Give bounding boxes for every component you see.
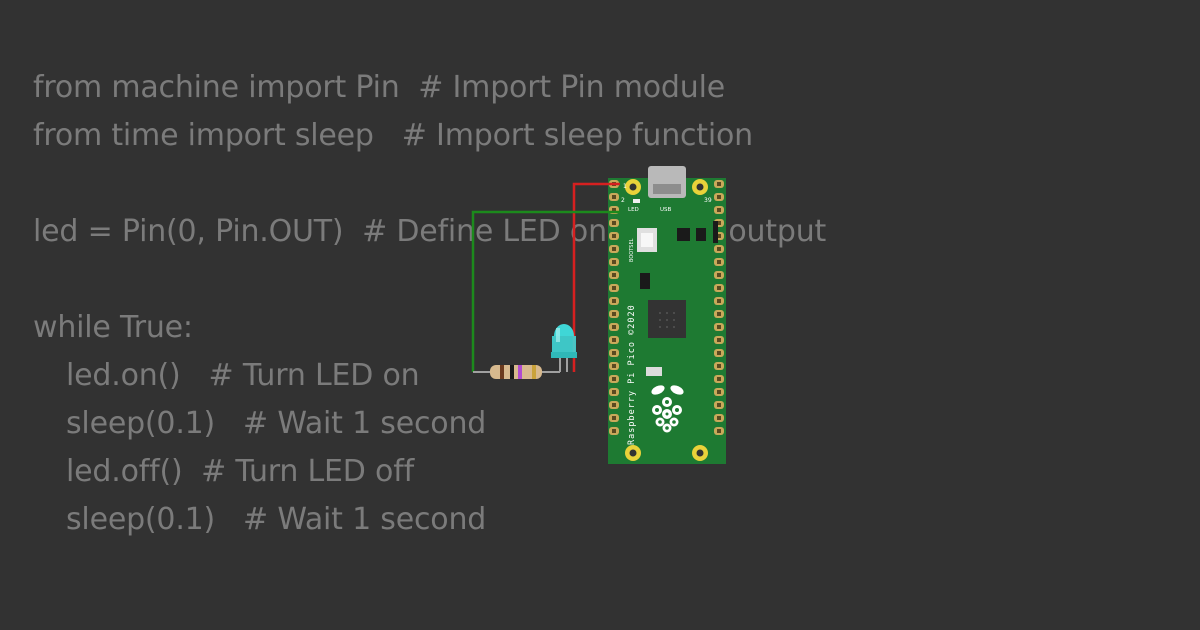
code-line-10: sleep(0.1) # Wait 1 second [66,502,487,537]
onboard-led [633,199,640,203]
pin-hole-left-8 [612,273,616,277]
mount-hole-bl [629,449,637,457]
mount-hole-tl [629,183,637,191]
pin-hole-left-19 [612,416,616,420]
pin-hole-left-11 [612,312,616,316]
pin-hole-left-12 [612,325,616,329]
code-line-1: from machine import Pin # Import Pin mod… [33,70,725,105]
wire-red-gnd[interactable] [572,182,620,372]
bootsel-button-top [641,233,653,247]
led-label: LED [628,207,639,213]
led-component[interactable] [551,324,577,372]
code-line-7: led.on() # Turn LED on [66,358,420,393]
pin-hole-left-17 [612,390,616,394]
pico-board[interactable]: 1 2 39 LED USB BOOTSEL [608,166,726,464]
wire-green-gp0[interactable] [471,210,620,372]
pin-hole-right-14 [717,351,721,355]
pin-hole-right-18 [717,403,721,407]
usb-label: USB [660,207,672,213]
pin-hole-right-19 [717,416,721,420]
pin-hole-right-7 [717,260,721,264]
pin-label-1: 1 [623,183,627,190]
pin-hole-left-3 [612,208,616,212]
pin-label-2: 2 [621,197,625,204]
pin-hole-left-6 [612,247,616,251]
pins-left-column[interactable] [609,180,619,435]
pin-hole-right-16 [717,377,721,381]
component-chip-1 [677,228,690,241]
code-line-9: led.off() # Turn LED off [66,454,414,489]
pin-hole-left-13 [612,338,616,342]
component-chip-3 [713,221,718,243]
resistor-band-3 [518,365,522,379]
pin-hole-right-12 [717,325,721,329]
pin-hole-left-7 [612,260,616,264]
pin-hole-right-10 [717,299,721,303]
pin-hole-left-18 [612,403,616,407]
pin-hole-right-4 [717,221,721,225]
pin-hole-right-8 [717,273,721,277]
bootsel-label: BOOTSEL [629,238,635,262]
pin-hole-left-5 [612,234,616,238]
pin-hole-right-1 [717,182,721,186]
pin-hole-left-15 [612,364,616,368]
pin-hole-right-2 [717,195,721,199]
component-crystal [646,367,662,376]
resistor-band-2 [510,365,514,379]
code-line-8: sleep(0.1) # Wait 1 second [66,406,487,441]
resistor-band-4 [532,365,536,379]
pin-hole-right-11 [717,312,721,316]
pin-hole-left-20 [612,429,616,433]
pin-hole-right-13 [717,338,721,342]
component-chip-4 [640,273,650,289]
pin-hole-left-9 [612,286,616,290]
pin-hole-left-16 [612,377,616,381]
component-chip-2 [696,228,706,241]
pin-hole-right-6 [717,247,721,251]
resistor[interactable] [473,365,560,379]
mount-hole-br [696,449,704,457]
pin-hole-right-5 [717,234,721,238]
pin-hole-left-2 [612,195,616,199]
pin-hole-left-14 [612,351,616,355]
raspberry-logo-outline [655,400,679,430]
board-name-label: Raspberry Pi Pico ©2020 [627,304,637,445]
pin-hole-right-17 [717,390,721,394]
code-line-2: from time import sleep # Import sleep fu… [33,118,753,153]
pin-hole-right-3 [717,208,721,212]
resistor-band-1 [500,365,504,379]
pin-hole-right-15 [717,364,721,368]
pin-hole-right-9 [717,286,721,290]
usb-port-inner [653,184,681,194]
pin-hole-right-20 [717,429,721,433]
mount-hole-tr [696,183,704,191]
rp2040-dots [659,312,675,328]
pin-label-39: 39 [704,197,712,204]
led-highlight [556,328,560,342]
led-base [551,352,577,358]
pin-hole-left-10 [612,299,616,303]
pin-hole-left-4 [612,221,616,225]
code-line-6: while True: [33,310,193,345]
